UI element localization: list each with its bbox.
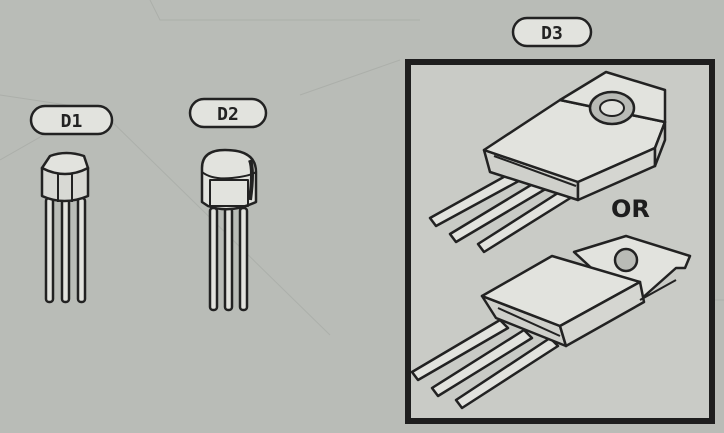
d1-component: D1 (29, 104, 114, 304)
d1-to92-transistor (40, 151, 90, 304)
d2-component: D2 (188, 97, 268, 312)
d3-to220-package (410, 234, 692, 410)
d2-label: D2 (217, 104, 239, 125)
d1-label: D1 (61, 111, 83, 132)
d1-leads (44, 196, 87, 304)
d3-label: D3 (541, 23, 563, 44)
d2-leads (208, 206, 249, 312)
d3-to220-leads (410, 318, 560, 410)
d3-to126-package (428, 70, 667, 254)
d3-component: D3 OR (405, 16, 715, 424)
d1-label-badge: D1 (29, 104, 114, 136)
d3-label-badge: D3 (511, 16, 593, 48)
or-text: OR (611, 195, 650, 223)
d2-label-badge: D2 (188, 97, 268, 129)
d3-to126-leads (428, 166, 582, 254)
d2-to92-transistor (200, 148, 258, 312)
